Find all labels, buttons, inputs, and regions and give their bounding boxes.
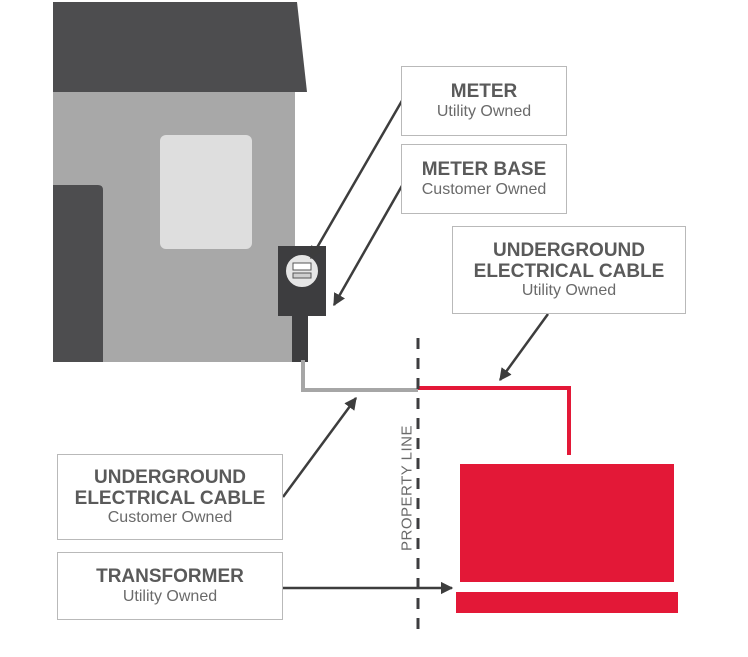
meter-base-label-title: METER BASE bbox=[421, 159, 547, 181]
meter-base-label-owner: Customer Owned bbox=[421, 180, 547, 198]
house-door bbox=[53, 185, 103, 362]
meter-conduit bbox=[292, 314, 308, 362]
property-line-label: PROPERTY LINE bbox=[398, 425, 416, 551]
arrow-to-meter-base bbox=[332, 183, 405, 307]
meter-base-label: METER BASE Customer Owned bbox=[401, 144, 567, 214]
underground-utility-title-line2: ELECTRICAL CABLE bbox=[473, 261, 665, 283]
meter-dial bbox=[292, 272, 312, 279]
transformer-pad bbox=[456, 592, 678, 613]
customer-cable bbox=[301, 360, 418, 392]
transformer-label-title: TRANSFORMER bbox=[96, 566, 244, 588]
arrow-to-customer-cable bbox=[281, 396, 358, 498]
underground-cable-customer-label: UNDERGROUND ELECTRICAL CABLE Customer Ow… bbox=[57, 454, 283, 540]
meter-display bbox=[292, 262, 312, 271]
meter bbox=[284, 253, 320, 289]
underground-utility-title-line1: UNDERGROUND bbox=[493, 239, 645, 261]
meter-label: METER Utility Owned bbox=[401, 66, 567, 136]
meter-label-owner: Utility Owned bbox=[436, 102, 532, 120]
meter-label-title: METER bbox=[450, 81, 518, 103]
underground-utility-owner: Utility Owned bbox=[521, 282, 617, 300]
transformer-body bbox=[460, 464, 674, 582]
underground-customer-owner: Customer Owned bbox=[107, 509, 233, 527]
house bbox=[53, 2, 307, 362]
transformer-label-owner: Utility Owned bbox=[122, 587, 218, 605]
arrow-to-utility-cable bbox=[498, 313, 550, 382]
transformer-label: TRANSFORMER Utility Owned bbox=[57, 552, 283, 620]
house-roof bbox=[53, 2, 307, 92]
arrow-to-meter bbox=[309, 98, 405, 260]
utility-cable bbox=[418, 386, 571, 455]
house-window bbox=[160, 135, 252, 249]
underground-customer-title-line1: UNDERGROUND bbox=[94, 466, 246, 488]
underground-cable-utility-label: UNDERGROUND ELECTRICAL CABLE Utility Own… bbox=[452, 226, 686, 314]
underground-customer-title-line2: ELECTRICAL CABLE bbox=[74, 488, 266, 510]
transformer bbox=[456, 464, 678, 613]
